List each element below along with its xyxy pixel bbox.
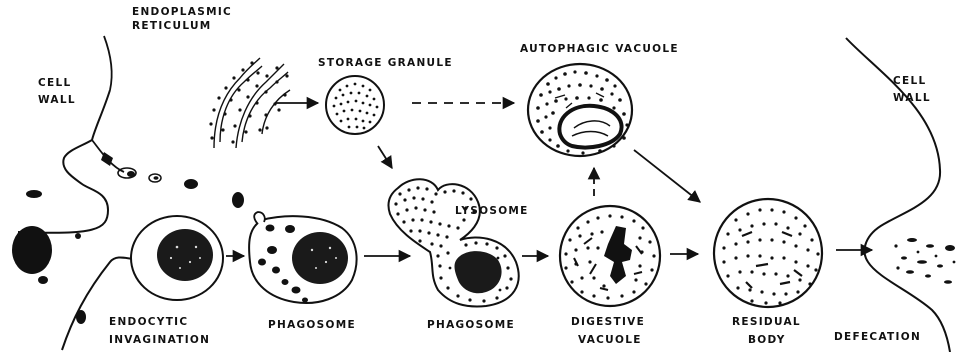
label-residual-body: RESIDUAL BODY (732, 316, 806, 346)
label-lysosome: LYSOSOME (455, 205, 529, 217)
label-endoplasmic-reticulum: ENDOPLASMIC RETICULUM (132, 6, 237, 32)
label-phagosome-2: PHAGOSOME (427, 319, 515, 331)
phagosome-1-particle (292, 232, 348, 284)
label-endocytic-invagination: ENDOCYTIC INVAGINATION (109, 316, 210, 346)
arrow-storage-to-lysosome (378, 146, 392, 168)
label-defecation: DEFECATION (834, 331, 921, 343)
left-cell-wall-upper (18, 90, 110, 233)
label-autophagic-vacuole: AUTOPHAGIC VACUOLE (520, 43, 679, 55)
autophagic-vacuole (528, 64, 632, 156)
engulfed-particle (157, 229, 213, 281)
residual-body (714, 199, 822, 307)
label-cell-wall-left: CELL WALL (38, 77, 76, 106)
defecation-debris (894, 238, 955, 284)
label-phagosome-1: PHAGOSOME (268, 319, 356, 331)
arrow-autophagic-to-residual (634, 150, 700, 202)
phagosome-1-neck (254, 212, 265, 224)
lysosome-phagosome-fusion (388, 179, 518, 306)
label-storage-granule: STORAGE GRANULE (318, 57, 453, 69)
label-digestive-vacuole: DIGESTIVE VACUOLE (571, 316, 650, 346)
left-cell-wall-tail (104, 36, 112, 90)
